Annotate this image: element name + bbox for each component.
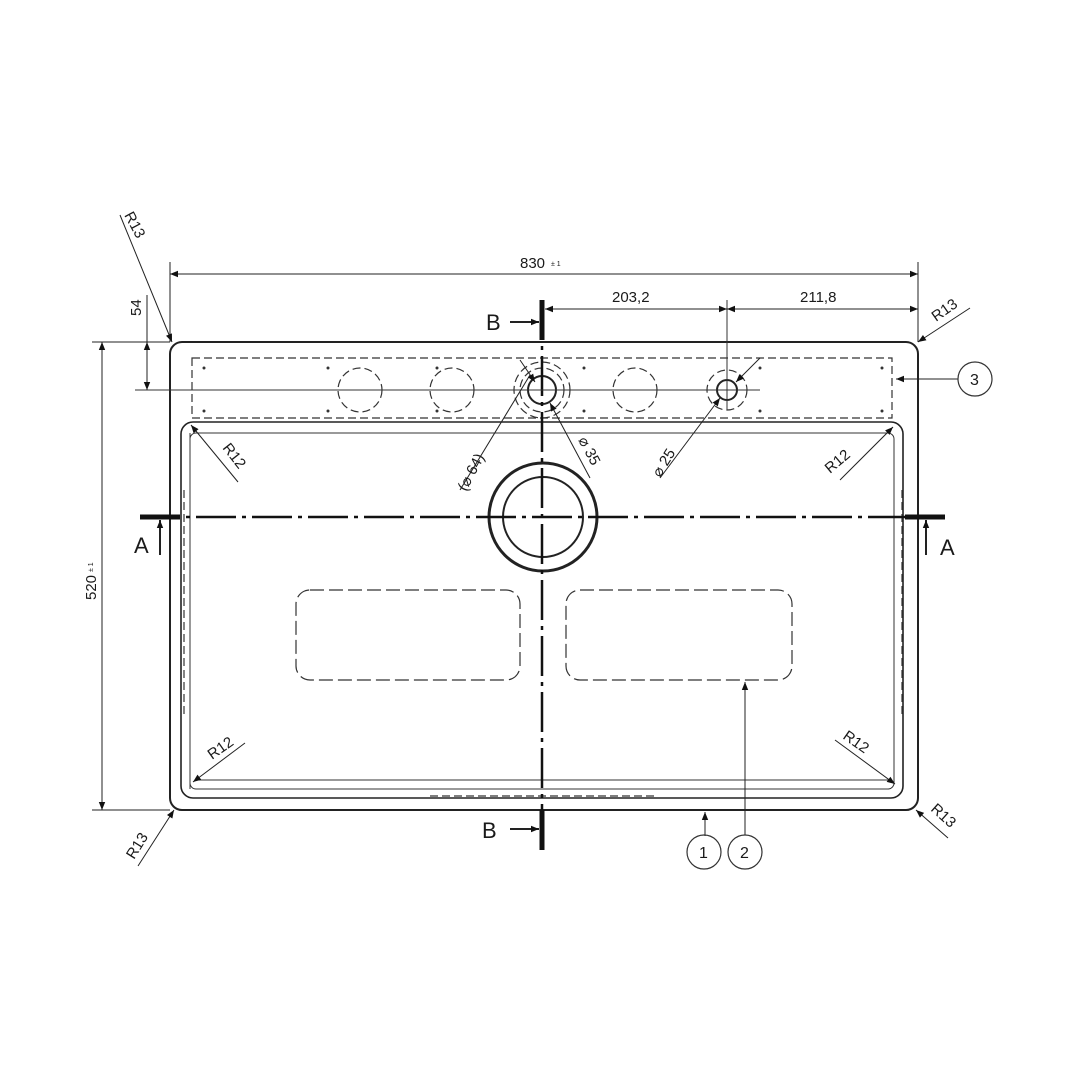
svg-text:520: 520 [83, 575, 100, 600]
drainer-area-right [565, 589, 793, 681]
section-b-bottom-label: B [482, 818, 497, 843]
dim-tap-offset-left: 203,2 [612, 289, 650, 306]
callout-3: 3 [970, 372, 979, 389]
section-b-top-label: B [486, 310, 501, 335]
dim-overall-width: 830 ± 1 [520, 255, 561, 272]
radius-outer-bottom-left: R13 [123, 830, 152, 862]
dim-overall-height: 520 ± 1 [83, 562, 100, 600]
dim-tap-offset-right: 211,8 [800, 289, 836, 306]
section-a-right-label: A [940, 535, 955, 560]
radius-outer-top-left: R13 [120, 209, 148, 241]
dim-tap-inner-diameter: ⌀ 35 [574, 434, 603, 468]
radius-inner-top-right: R12 [822, 446, 854, 477]
svg-text:830: 830 [520, 255, 545, 272]
dim-tap-outer-diameter: (⌀ 64) [455, 451, 489, 494]
callout-2: 2 [740, 845, 749, 862]
drainer-area-left [295, 589, 521, 681]
radius-inner-bottom-right: R12 [840, 727, 872, 757]
svg-text:± 1: ± 1 [88, 562, 95, 572]
radius-outer-bottom-right: R13 [927, 800, 959, 831]
dim-top-strip: 54 [128, 299, 145, 316]
svg-text:± 1: ± 1 [551, 261, 561, 268]
sink-outer-outline [169, 341, 919, 811]
ledge-mounting-dots [202, 366, 884, 413]
dim-small-hole-diameter: ⌀ 25 [649, 446, 679, 480]
radius-outer-top-right: R13 [929, 296, 961, 326]
section-a-left-label: A [134, 533, 149, 558]
radius-inner-bottom-left: R12 [205, 734, 237, 764]
callout-1: 1 [699, 845, 708, 862]
radius-inner-top-left: R12 [219, 440, 249, 472]
